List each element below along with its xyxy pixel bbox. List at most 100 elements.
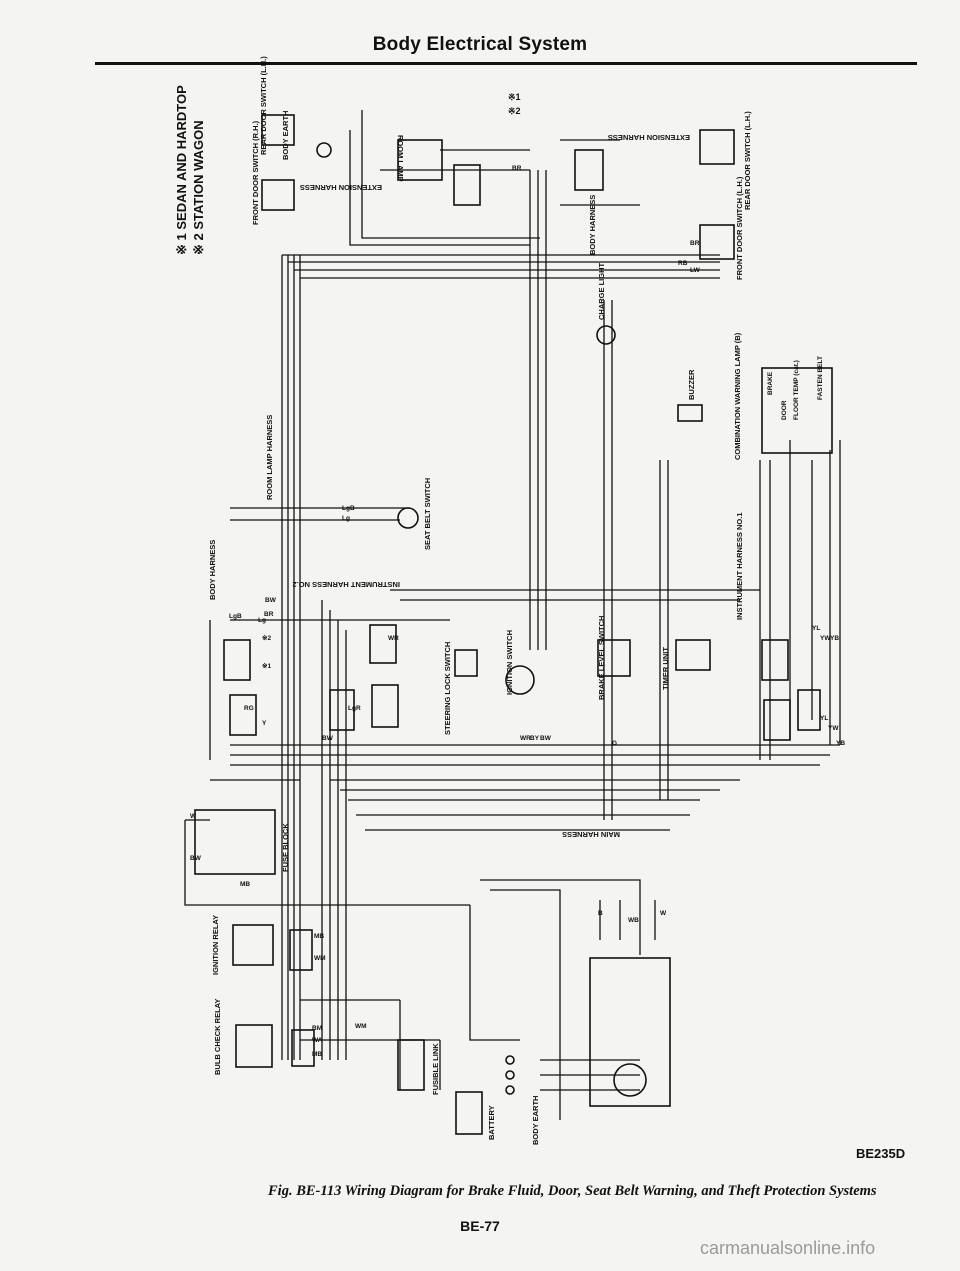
buzzer: [677, 404, 703, 422]
connector-block-d: [371, 684, 399, 728]
wire-code: BW: [265, 597, 277, 604]
battery: [455, 1091, 483, 1135]
wire-code: ※2: [262, 634, 271, 642]
wire-code: WM: [314, 955, 326, 962]
wire-code: LW: [690, 267, 701, 274]
fuse-block: [194, 809, 276, 875]
rear-door-switch-lh-right: [699, 129, 735, 165]
page-header: Body Electrical System: [372, 34, 588, 55]
connector-block-h: [797, 689, 821, 731]
label-bulb-check-relay: BULB CHECK RELAY: [213, 999, 222, 1075]
fusible-link-connector: [397, 1039, 425, 1091]
body-earth-symbol: [316, 142, 332, 158]
label-body-harness-left: BODY HARNESS: [208, 540, 217, 600]
label-ignition-switch: IGNITION SWITCH: [505, 630, 514, 695]
wire-code: YW: [828, 725, 839, 732]
alternator-regulator-box: [589, 957, 671, 1107]
wire-code: W: [190, 813, 197, 820]
label-body-earth-bottom: BODY EARTH: [531, 1096, 540, 1145]
label-front-door-switch-rh: FRONT DOOR SWITCH (R.H.): [251, 120, 260, 225]
wire-code: BW: [540, 735, 552, 742]
wire-code: B: [598, 910, 603, 917]
wire-code: LgB: [342, 505, 355, 512]
ignition-switch: [505, 665, 535, 695]
rear-door-switch-lh: [261, 114, 295, 146]
wire-code: YB: [830, 635, 839, 642]
legend-line-1: ※ 1 SEDAN AND HARDTOP: [174, 85, 189, 255]
ignition-relay: [232, 924, 274, 966]
wire-code: LgB: [229, 613, 242, 620]
wire-code: WR: [520, 735, 531, 742]
label-front-door-switch-lh: FRONT DOOR SWITCH (L.H.): [735, 176, 744, 280]
wire-code: WM: [355, 1023, 367, 1030]
wire-code: WA: [312, 1037, 323, 1044]
wire-code: WB: [628, 917, 639, 924]
label-instrument-harness-no2: INSTRUMENT HARNESS NO.2: [292, 580, 400, 589]
steering-lock-switch: [454, 649, 478, 677]
label-buzzer: BUZZER: [687, 369, 696, 400]
label-fuse-block: FUSE BLOCK: [281, 823, 290, 872]
connector-block-j: [291, 1029, 315, 1067]
wire-code: BR: [690, 240, 700, 247]
wire-code: RG: [244, 705, 254, 712]
harness-run: [469, 905, 520, 1041]
wire-code: ※1: [262, 662, 271, 670]
wire-code: WR: [388, 635, 399, 642]
wire-code: Lg: [342, 515, 350, 522]
front-door-switch-lh: [699, 224, 735, 260]
combination-warning-lamp: [761, 367, 833, 454]
wire-code: MB: [240, 881, 250, 888]
label-charge-light: CHARGE LIGHT: [597, 263, 606, 321]
timer-unit: [675, 639, 711, 671]
legend-line-2: ※ 2 STATION WAGON: [191, 120, 206, 255]
label-body-earth: BODY EARTH: [281, 111, 290, 160]
wire-code: BW: [190, 855, 202, 862]
body-earth-terminal: [505, 1085, 515, 1095]
label-combination-warning-lamp: COMBINATION WARNING LAMP (B): [733, 332, 742, 460]
label-steering-lock-switch: STEERING LOCK SWITCH: [443, 642, 452, 735]
figure-caption: Fig. BE-113 Wiring Diagram for Brake Flu…: [268, 1183, 877, 1199]
wire-code: LgR: [348, 705, 361, 712]
harness-run: [480, 879, 641, 955]
harness-run: [490, 889, 561, 1120]
label-seat-belt-switch: SEAT BELT SWITCH: [423, 478, 432, 550]
label-extension-harness-right: EXTENSION HARNESS: [608, 133, 690, 142]
harness-run: [349, 130, 530, 246]
harness-run: [361, 110, 540, 239]
label-door: DOOR: [781, 400, 788, 420]
connector-block-c: [369, 624, 397, 664]
wire-code: RB: [678, 260, 688, 267]
connector-block-g: [763, 699, 791, 741]
wire-code: G: [612, 740, 617, 747]
wire-code: MB: [314, 933, 324, 940]
extension-harness-connector-right: [574, 149, 604, 191]
wire-code: BR: [264, 611, 274, 618]
label-battery: BATTERY: [487, 1105, 496, 1140]
wire-code: YW: [820, 635, 831, 642]
connector-block-f: [761, 639, 789, 681]
label-extension-harness: EXTENSION HARNESS: [300, 183, 382, 192]
front-door-switch-rh: [261, 179, 295, 211]
header-rule: [95, 62, 917, 65]
connector-block-e: [329, 689, 355, 731]
label-timer-unit: TIMER UNIT: [661, 647, 670, 690]
label-brake: BRAKE: [767, 371, 774, 395]
connector-block-a: [223, 639, 251, 681]
room-lamp: [397, 139, 443, 181]
wire-code: YL: [820, 715, 828, 722]
connector-block-i: [289, 929, 313, 971]
label-rear-door-switch-lh-2: REAR DOOR SWITCH (L.H.): [743, 111, 752, 210]
wire-code: YB: [836, 740, 845, 747]
label-instrument-harness-no1: INSTRUMENT HARNESS NO.1: [735, 512, 744, 620]
wire-code: Y: [262, 720, 267, 727]
label-main-harness: MAIN HARNESS: [562, 830, 620, 839]
wire-code: MB: [312, 1051, 322, 1058]
extension-harness-connector: [453, 164, 481, 206]
connector-block-b: [229, 694, 257, 736]
wire-code: BY: [530, 735, 540, 742]
label-room-lamp: ROOM LAMP: [396, 135, 405, 182]
harness-trunk: [184, 820, 470, 906]
wire-code: BW: [322, 735, 334, 742]
page-number: BE-77: [460, 1218, 500, 1234]
